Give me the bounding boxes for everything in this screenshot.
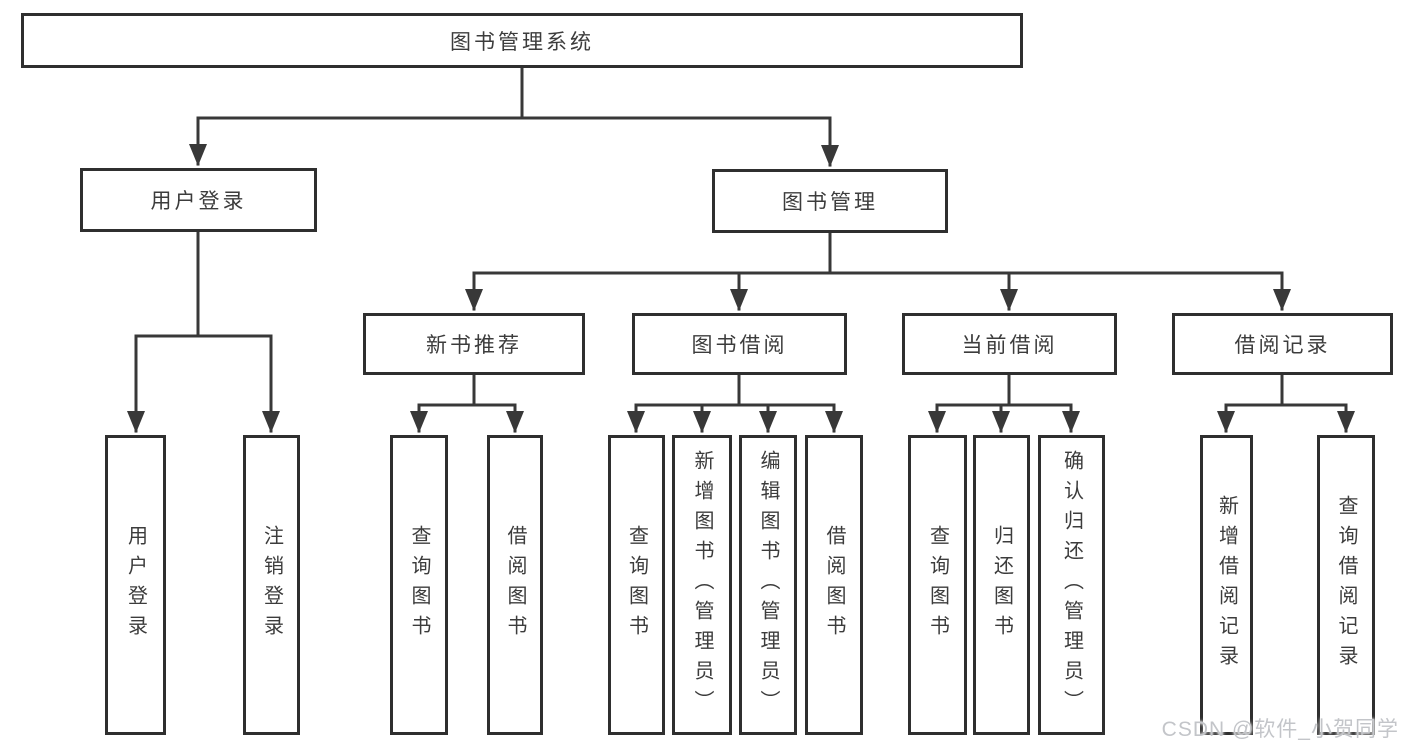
node-leaf-logout: 注销登录 <box>243 435 300 735</box>
node-leaf-borrow-books: 借阅图书 <box>805 435 863 735</box>
node-current-borrow: 当前借阅 <box>902 313 1117 375</box>
leaf-label: 用户登录 <box>124 525 147 645</box>
node-leaf-return-books: 归还图书 <box>973 435 1030 735</box>
node-leaf-query-books-borrow: 查询图书 <box>608 435 665 735</box>
node-leaf-query-books-current: 查询图书 <box>908 435 967 735</box>
node-leaf-add-books-admin: 新增图书（管理员） <box>672 435 732 735</box>
node-leaf-user-login: 用户登录 <box>105 435 166 735</box>
connector-root-trunk <box>196 66 832 120</box>
node-leaf-query-borrow-record: 查询借阅记录 <box>1317 435 1375 735</box>
leaf-label: 借阅图书 <box>823 525 845 645</box>
node-leaf-query-books-recommend: 查询图书 <box>390 435 448 735</box>
connector-borrow-records-trunk <box>1224 373 1348 407</box>
leaf-label: 新增图书（管理员） <box>691 450 713 720</box>
connector-book-borrow-trunk <box>634 373 836 407</box>
leaf-label: 借阅图书 <box>504 525 526 645</box>
node-leaf-add-borrow-record: 新增借阅记录 <box>1200 435 1253 735</box>
node-new-book-recommend: 新书推荐 <box>363 313 585 375</box>
leaf-label: 新增借阅记录 <box>1215 495 1238 675</box>
leaf-label: 查询图书 <box>408 525 430 645</box>
connector-book-management-trunk <box>472 231 1284 275</box>
connector-current-borrow-trunk <box>935 373 1073 407</box>
watermark: CSDN @软件_小贺同学 <box>1161 718 1399 741</box>
leaf-label: 查询图书 <box>926 525 949 645</box>
node-borrow-records: 借阅记录 <box>1172 313 1393 375</box>
node-book-borrow: 图书借阅 <box>632 313 847 375</box>
connector-user-login-trunk <box>134 230 273 338</box>
leaf-label: 注销登录 <box>260 525 283 645</box>
leaf-label: 编辑图书（管理员） <box>757 450 779 720</box>
node-leaf-borrow-books-recommend: 借阅图书 <box>487 435 543 735</box>
leaf-label: 查询图书 <box>625 525 648 645</box>
connector-new-book-recommend-trunk <box>417 373 517 407</box>
node-leaf-edit-books-admin: 编辑图书（管理员） <box>739 435 797 735</box>
leaf-label: 查询借阅记录 <box>1335 495 1357 675</box>
node-user-login: 用户登录 <box>80 168 317 232</box>
node-library-management-system: 图书管理系统 <box>21 13 1023 68</box>
leaf-label: 确认归还（管理员） <box>1060 450 1083 720</box>
node-leaf-confirm-return-admin: 确认归还（管理员） <box>1038 435 1105 735</box>
leaf-label: 归还图书 <box>990 525 1013 645</box>
node-book-management: 图书管理 <box>712 169 948 233</box>
